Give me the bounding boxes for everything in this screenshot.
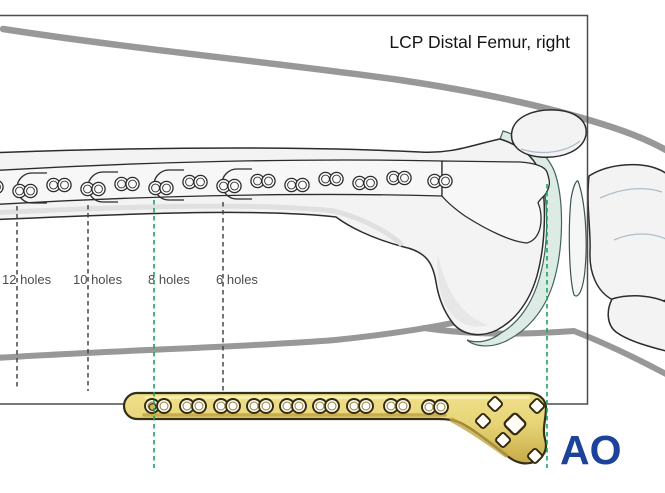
bone-plate: [0, 159, 551, 244]
label-10-holes: 10 holes: [73, 272, 123, 287]
label-12-holes: 12 holes: [2, 272, 52, 287]
patella: [510, 109, 587, 158]
ao-logo: AO: [560, 427, 622, 473]
shaft-shading: [0, 203, 404, 247]
condyle-shading: [437, 255, 488, 327]
bone-plate-head: [441, 160, 551, 244]
implant-shaft-holes: [144, 398, 449, 415]
plate-length-markers: [16, 202, 224, 391]
figure-title: LCP Distal Femur, right: [389, 32, 570, 52]
tibia-detail-2: [613, 233, 665, 241]
muscle-line-left: [0, 311, 493, 361]
patella-detail-line: [520, 140, 581, 154]
lcp-plate-implant: [122, 391, 548, 466]
screw-head: [148, 403, 157, 412]
tibia-detail-1: [599, 188, 663, 199]
label-6-holes: 6 holes: [216, 272, 258, 287]
patella-outline: [510, 109, 587, 158]
plate-length-labels: 12 holes 10 holes 8 holes 6 holes: [2, 272, 258, 287]
joint-rim: [568, 180, 587, 297]
label-8-holes: 8 holes: [148, 272, 190, 287]
tibia: [568, 163, 665, 352]
thigh-skin-line: [0, 25, 665, 154]
tibia-tuberosity: [607, 295, 665, 352]
implant-head-shadow: [449, 417, 509, 458]
condyle-cartilage: [466, 130, 563, 347]
